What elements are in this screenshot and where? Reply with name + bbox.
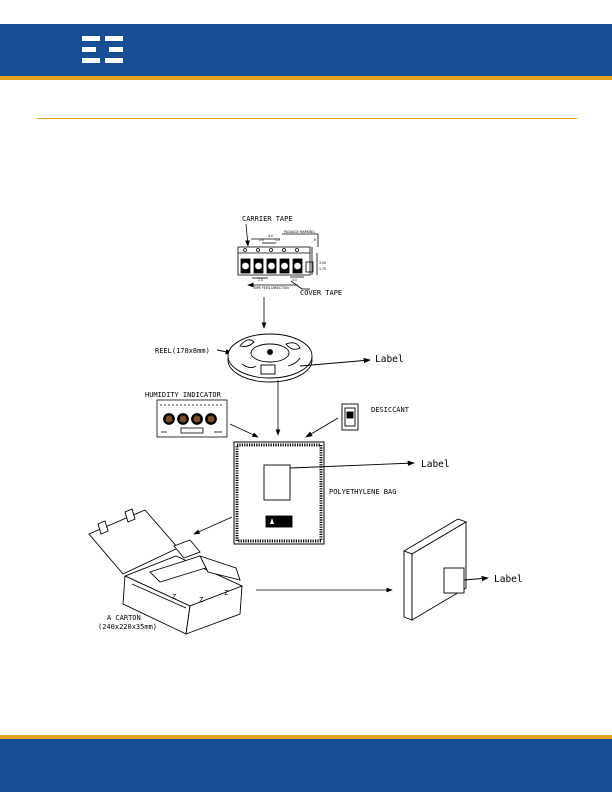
header-accent-stripe — [0, 76, 612, 80]
ee-logo-icon — [82, 36, 123, 63]
tape-feed-direction-label: TAPE FEED DIRECTION — [252, 286, 289, 290]
dim-label-2-0-bottom: 2.0 — [258, 278, 263, 282]
footer-accent-stripe — [0, 735, 612, 739]
final-box-drawing — [402, 518, 489, 621]
dim-label-1-75: 1.75 — [319, 267, 326, 271]
carrier-tape-label: CARRIER TAPE — [242, 215, 293, 223]
humidity-indicator-drawing: HUMIDITY INDICATOR — [145, 391, 259, 438]
svg-text:Z: Z — [199, 596, 203, 604]
box-label-tag: Label — [494, 574, 523, 585]
footer-band — [0, 739, 612, 792]
polyethylene-bag-label: POLYETHYLENE BAG — [329, 488, 396, 496]
carrier-tape-drawing: CARRIER TAPE 4.0 2.0 1.5 PACKAGE MARKING — [237, 215, 342, 297]
dim-label-3-50: 3.50 — [319, 261, 326, 265]
section-rule — [37, 118, 577, 119]
dim-label-8: 8 — [314, 238, 316, 242]
carton-title: A CARTON — [107, 614, 141, 622]
reel-label-tag: Label — [375, 354, 404, 365]
reel-label: REEL(178x8mm) — [155, 347, 210, 355]
humidity-indicator-label: HUMIDITY INDICATOR — [145, 391, 222, 399]
dim-label-4-0: 4.0 — [268, 234, 273, 238]
desiccant-drawing: DESICCANT — [305, 403, 410, 438]
desiccant-label: DESICCANT — [371, 406, 410, 414]
svg-text:Z: Z — [224, 589, 228, 597]
dim-label-1-5: 1.5 — [275, 238, 280, 242]
reel-drawing: REEL(178x8mm) — [155, 333, 371, 383]
bag-label-tag: Label — [421, 459, 450, 470]
package-marking-label: PACKAGE MARKING — [284, 230, 315, 234]
svg-text:Z: Z — [172, 593, 176, 601]
header-band — [0, 24, 612, 76]
cover-tape-label: COVER TAPE — [300, 289, 342, 297]
dim-label-2-0: 2.0 — [259, 238, 264, 242]
polyethylene-bag-drawing: POLYETHYLENE BAG — [233, 441, 415, 545]
dim-label-4-0-bottom: 4.0 — [292, 278, 297, 282]
carton-size: (240x220x35mm) — [98, 623, 157, 631]
carton-drawing: Z Z Z — [88, 508, 244, 635]
